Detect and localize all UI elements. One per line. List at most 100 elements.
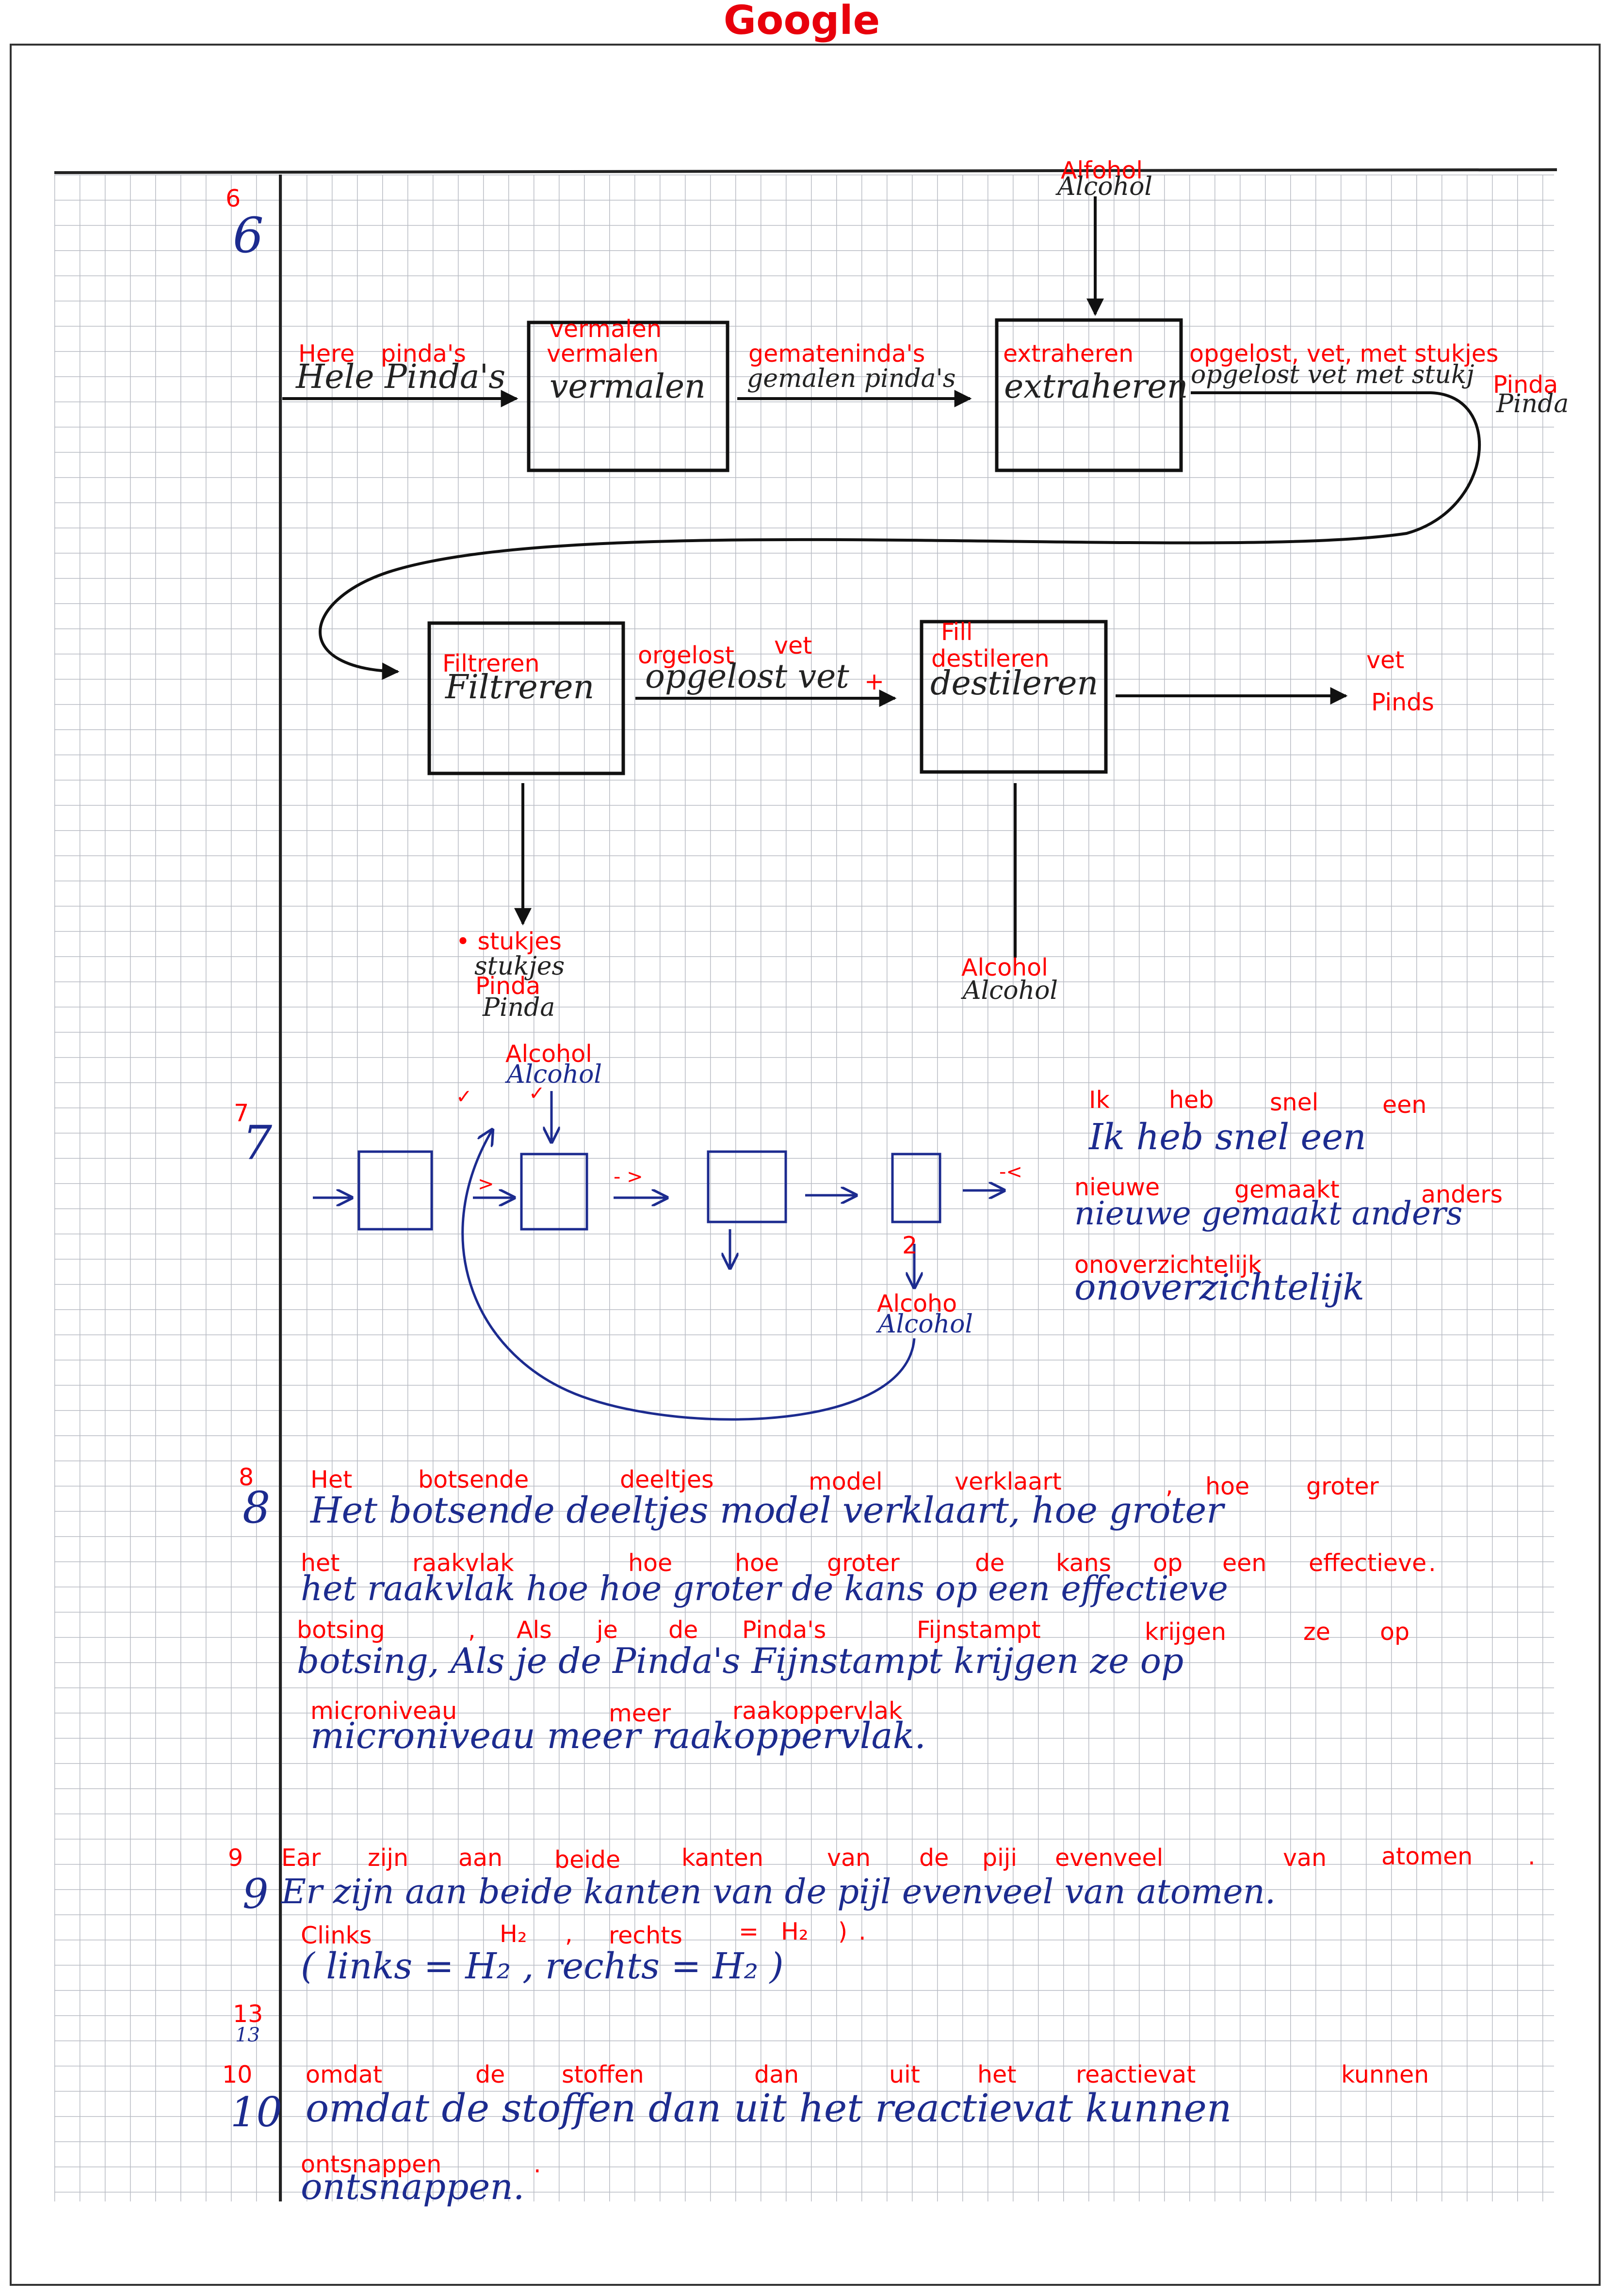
q6-orgelost-plus: + bbox=[864, 668, 884, 695]
q9-l1-w7: de bbox=[919, 1844, 949, 1872]
q9-l1-w11: atomen bbox=[1381, 1843, 1473, 1870]
q8-l2-w8: op bbox=[1153, 1549, 1183, 1577]
grid-paper bbox=[54, 175, 1554, 2201]
q7-tick-2: ✓ bbox=[529, 1082, 545, 1105]
q6-stukjes-overlay-1: • stukjes bbox=[456, 928, 562, 955]
q6-output-right-overlay-2: Pinds bbox=[1371, 689, 1434, 716]
q8-l3-w1: botsing bbox=[297, 1616, 385, 1644]
q8-l1-w3: deeltjes bbox=[620, 1466, 714, 1493]
q6-stukjes-overlay-2: Pinda bbox=[475, 972, 540, 1000]
q10-l1-w4: dan bbox=[754, 2061, 799, 2088]
q8-l3-w4: je bbox=[596, 1616, 618, 1644]
q8-l3-w7: Fijnstampt bbox=[917, 1616, 1041, 1644]
q6-extraheren-overlay: extraheren bbox=[1003, 340, 1134, 368]
question-9: 9 Ear zijn aan beide kanten van de piji … bbox=[228, 1843, 1536, 2046]
q8-l3-w2: , bbox=[468, 1616, 476, 1644]
q7-mark-2: - > bbox=[614, 1166, 643, 1188]
q10-hand-line-1: omdat de stoffen dan uit het reactievat … bbox=[306, 2086, 1231, 2131]
q9-hand-line-2: ( links = H₂ , rechts = H₂ ) bbox=[301, 1945, 784, 1987]
q6-vermalen-overlay-1: vermalen bbox=[550, 315, 662, 343]
q8-l3-w10: op bbox=[1380, 1618, 1410, 1646]
q7-box-1 bbox=[357, 1150, 433, 1231]
q6-destileren-hand: destileren bbox=[930, 664, 1098, 703]
q8-l2-w2: raakvlak bbox=[412, 1549, 514, 1577]
q10-l1-w3: stoffen bbox=[562, 2061, 644, 2088]
q7-word-snel: snel bbox=[1270, 1089, 1318, 1116]
q8-l4-w1: microniveau bbox=[310, 1697, 457, 1725]
q6-input-hand: Hele Pinda's bbox=[295, 358, 505, 396]
q7-mark-1: > bbox=[478, 1173, 494, 1195]
q8-hand-line-2: het raakvlak hoe hoe groter de kans op e… bbox=[301, 1569, 1228, 1608]
q6-box-extraheren bbox=[995, 318, 1183, 472]
q7-word-anders: anders bbox=[1421, 1181, 1503, 1208]
q9-l2-w7: ) bbox=[838, 1918, 847, 1945]
q9-l1-w6: van bbox=[827, 1844, 871, 1872]
q9-number-hand: 9 bbox=[243, 1870, 268, 1918]
q7-hand-line-2: nieuwe gemaakt anders bbox=[1074, 1195, 1462, 1232]
q6-extraheren-hand: extraheren bbox=[1004, 368, 1188, 406]
q6-stukjes-hand-2: Pinda bbox=[482, 993, 555, 1022]
q10-l1-w6: het bbox=[977, 2061, 1016, 2088]
q8-l3-w6: Pinda's bbox=[742, 1616, 826, 1644]
q10-number-hand: 10 bbox=[230, 2088, 282, 2136]
q9-l1-w12: . bbox=[1528, 1843, 1536, 1870]
q9-l1-w8: piji bbox=[982, 1844, 1017, 1872]
q10-number-overlay: 10 bbox=[222, 2061, 252, 2088]
q6-filtreren-overlay: Filtreren bbox=[442, 650, 540, 677]
q7-mark-3: -< bbox=[999, 1161, 1022, 1183]
question-10: 10 omdat de stoffen dan uit het reactiev… bbox=[222, 2061, 1429, 2208]
q8-l4-w3: raakoppervlak bbox=[732, 1697, 903, 1725]
q10-l1-w1: omdat bbox=[306, 2061, 382, 2088]
q6-vermalen-hand: vermalen bbox=[550, 368, 706, 406]
q8-l2-w6: de bbox=[975, 1549, 1005, 1577]
q6-stukjes-hand-1: stukjes bbox=[474, 952, 565, 981]
q8-l1-w1: Het bbox=[310, 1466, 352, 1493]
q10-l1-w8: kunnen bbox=[1341, 2061, 1429, 2088]
q6-destileren-fill-overlay: Fill bbox=[941, 618, 972, 646]
question-8: 8 8 Het botsende deeltjes model verklaar… bbox=[239, 1463, 1436, 1757]
q8-number-overlay: 8 bbox=[239, 1463, 254, 1491]
q7-box-4 bbox=[891, 1153, 941, 1223]
q8-l4-w2: meer bbox=[609, 1700, 671, 1727]
q7-hand-line-1: Ik heb snel een bbox=[1088, 1116, 1366, 1158]
q10-hand-line-2: ontsnappen. bbox=[301, 2166, 524, 2208]
q7-word-een: een bbox=[1382, 1091, 1426, 1119]
q8-l3-w9: ze bbox=[1303, 1618, 1330, 1646]
q7-word-ik: Ik bbox=[1089, 1086, 1110, 1114]
q6-vermalen-overlay-2: vermalen bbox=[547, 340, 659, 368]
q7-alcohol-bottom-overlay: Alcoho bbox=[877, 1290, 957, 1317]
question-6: 6 6 Alfohol Alcohol Here pinda's Hele Pi… bbox=[226, 157, 1569, 1022]
q6-opgelost-overlay-2: Pinda bbox=[1493, 371, 1558, 399]
q8-l1-w8: groter bbox=[1306, 1473, 1379, 1500]
q9-l1-w10: van bbox=[1283, 1844, 1327, 1872]
q6-input-overlay-1: Here bbox=[298, 340, 355, 368]
q6-input-overlay-2: pinda's bbox=[381, 340, 466, 368]
q9-hand-line-1: Er zijn aan beide kanten van de pijl eve… bbox=[280, 1872, 1276, 1911]
question-7: 7 7 Alcohol Alcohol ✓ ✓ > - > -< 2 Alcoh… bbox=[234, 1040, 1503, 1421]
q6-gemalen-hand: gemalen pinda's bbox=[747, 364, 956, 393]
q7-alcohol-top-hand: Alcohol bbox=[505, 1060, 602, 1089]
q8-l2-w7: kans bbox=[1056, 1549, 1111, 1577]
q8-hand-line-1: Het botsende deeltjes model verklaart, h… bbox=[309, 1490, 1226, 1531]
q9-marker-overlay: 13 bbox=[233, 2000, 263, 2028]
q7-word-nieuwe: nieuwe bbox=[1074, 1173, 1160, 1201]
q8-l2-w5: groter bbox=[827, 1549, 900, 1577]
q7-label-two: 2 bbox=[902, 1232, 917, 1259]
q8-l2-w10: effectieve bbox=[1309, 1549, 1426, 1577]
q9-l2-w8: . bbox=[859, 1918, 866, 1945]
q8-l3-w3: Als bbox=[517, 1616, 552, 1644]
q7-word-heb: heb bbox=[1169, 1086, 1214, 1114]
q6-alcohol-top-hand: Alcohol bbox=[1055, 172, 1152, 201]
q6-alcohol-bottom-hand: Alcohol bbox=[961, 976, 1058, 1005]
page-title: Google bbox=[724, 0, 880, 44]
q10-l1-w7: reactievat bbox=[1076, 2061, 1196, 2088]
q7-recycle-loop bbox=[461, 1130, 916, 1421]
q8-l2-w9: een bbox=[1222, 1549, 1266, 1577]
q6-alcohol-bottom-overlay: Alcohol bbox=[961, 954, 1048, 981]
q8-l1-w4: model bbox=[809, 1468, 883, 1495]
q10-l2-w2: . bbox=[534, 2151, 541, 2178]
q8-l1-w2: botsende bbox=[418, 1466, 529, 1493]
q7-number-overlay: 7 bbox=[234, 1099, 249, 1127]
q6-alcohol-top-overlay: Alfohol bbox=[1061, 157, 1143, 184]
